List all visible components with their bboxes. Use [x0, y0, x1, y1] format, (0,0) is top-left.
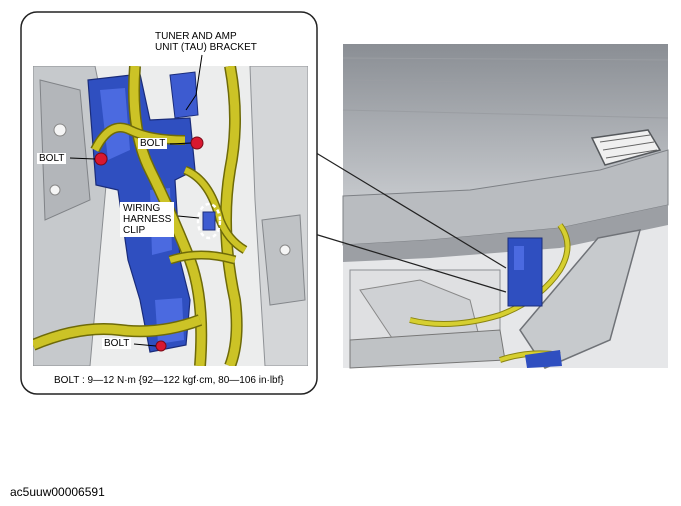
leader-lines: [69, 54, 203, 347]
clip-label: WIRING HARNESS CLIP: [120, 202, 175, 237]
bolt-bottom-marker: [155, 340, 167, 352]
bolt-bottom-label: BOLT: [102, 338, 132, 349]
clip-highlight-circle: [196, 202, 222, 240]
overview-view: [307, 44, 669, 369]
clip-label-line3: CLIP: [123, 225, 146, 236]
air-vent: [590, 129, 662, 166]
clip-label-line1: WIRING: [123, 203, 161, 214]
clip-label-line2: HARNESS: [123, 214, 172, 225]
bolt-top-marker: [190, 136, 204, 150]
bolt-left-label: BOLT: [37, 153, 67, 164]
figure-code: ac5uuw00006591: [10, 485, 105, 499]
overview-tau-bracket: [507, 237, 543, 307]
wiring-harness-clip: [202, 211, 216, 231]
torque-spec: BOLT : 9—12 N·m {92—122 kgf·cm, 80—106 i…: [54, 375, 284, 386]
dashboard-top-pad: [343, 44, 668, 196]
bolt-top-label: BOLT: [138, 138, 168, 149]
bolt-left-marker: [94, 152, 108, 166]
bracket-label-line1: TUNER AND AMP: [155, 31, 237, 42]
bracket-label-line2: UNIT (TAU) BRACKET: [155, 42, 257, 53]
